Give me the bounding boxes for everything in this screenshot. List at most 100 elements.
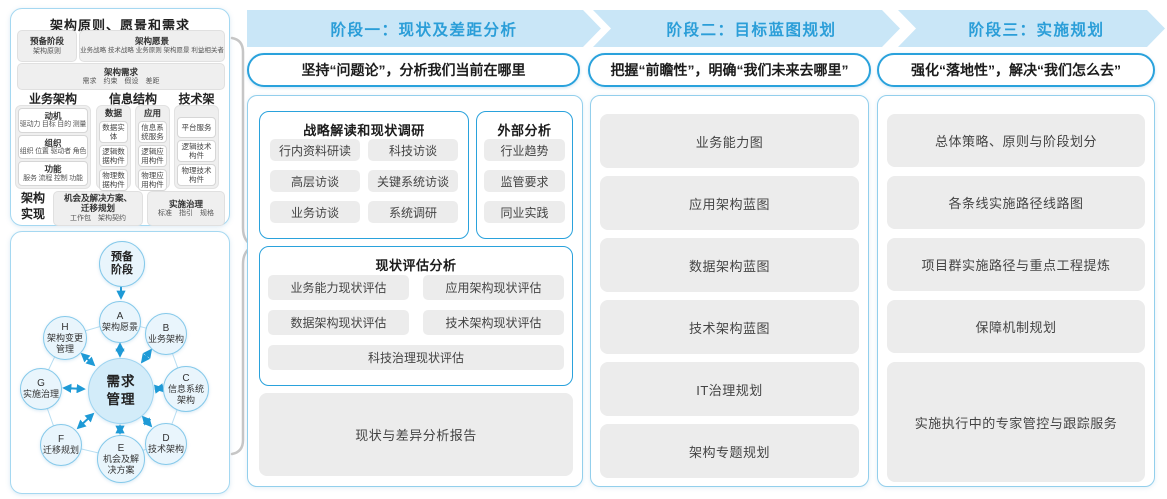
physical-data-box: 物理数据构件 [99,169,128,191]
strategy-research-box: 战略解读和现状调研 行内资料研读 科技访谈 高层访谈 关键系统访谈 业务访谈 系… [259,111,469,239]
requirements-box: 架构需求 需求 约束 假设 差距 [17,63,225,90]
phase2-header: 阶段二：目标蓝图规划 [666,21,837,39]
external-analysis-items: 行业趋势 监管要求 同业实践 [484,139,565,223]
deliverable-box: 技术架构蓝图 [600,300,859,354]
app-column-panel: 应用 信息系统服务 逻辑应用构件 物理应用构件 [135,105,170,191]
adm-node-label: 架构变更管理 [46,333,83,354]
adm-node-label: 迁移规划 [42,445,79,456]
phase3-subtitle-box: 强化“落地性”，解决“我们怎么去” [877,53,1155,87]
phase2-deliverables: 业务能力图 应用架构蓝图 数据架构蓝图 技术架构蓝图 IT治理规划 架构专题规划 [591,96,868,486]
impl-label: 架构实现 [20,191,45,221]
phase1-content: 战略解读和现状调研 行内资料研读 科技访谈 高层访谈 关键系统访谈 业务访谈 系… [247,95,583,487]
business-arch-header: 业务架构 [28,92,77,106]
phase3-subtitle: 强化“落地性”，解决“我们怎么去” [911,62,1121,78]
adm-node-a: A 架构愿景 [99,301,141,343]
info-structure-header: 信息结构 [108,92,157,106]
deliverable-box: 总体策略、原则与阶段划分 [887,114,1145,167]
adm-node-label: 技术架构 [147,444,184,455]
logical-app-box: 逻辑应用构件 [138,145,167,167]
business-arch-panel: 动机 驱动力 目标 目的 测量 组织 组织 位置 驱动者 角色 功能 服务 流程… [15,105,91,189]
box-title: 动机 [44,111,62,122]
adm-node-d: D 技术架构 [145,423,187,465]
motivation-box: 动机 驱动力 目标 目的 测量 [18,108,88,133]
adm-center-label: 需求管理 [106,374,136,407]
phase2-band: 阶段二：目标蓝图规划 [593,10,900,47]
adm-node-label: 信息系统架构 [167,384,204,405]
adm-node-label: 实施治理 [22,389,59,400]
vision-box: 架构愿景 业务战略 技术战略 业务原则 架构愿景 利益相关者 [79,30,225,62]
box-title: 实施治理 [168,198,203,209]
adm-node-id: F [57,434,65,446]
deliverable-box: 各条线实施路径线路图 [887,176,1145,229]
pill: 高层访谈 [270,170,360,192]
gap-report-label: 现状与差异分析报告 [355,428,477,443]
physical-tech-box: 物理技术构件 [177,164,216,186]
function-box: 功能 服务 流程 控制 功能 [18,161,88,187]
phase3-band: 阶段三：实施规划 [898,10,1165,47]
box-title: 机会及解决方案、迁移规划 [63,193,132,213]
adm-node-e: E 机会及解决方案 [97,435,145,483]
organization-box: 组织 组织 位置 驱动者 角色 [18,134,88,160]
adm-node-id: C [182,373,190,385]
deliverable-box: 业务能力图 [600,114,859,168]
pill: 行内资料研读 [270,139,360,161]
box-sub: 服务 流程 控制 功能 [23,174,83,182]
adm-node-center: 需求管理 [88,358,154,424]
phase1-subtitle-box: 坚持“问题论”，分析我们当前在哪里 [247,53,580,87]
phase3-content: 总体策略、原则与阶段划分 各条线实施路径线路图 项目群实施路径与重点工程提炼 保… [877,95,1155,487]
info-system-service-box: 信息系统服务 [138,121,167,143]
pill: 关键系统访谈 [368,170,458,192]
box-sub: 工作包 架构契约 [70,214,126,222]
center-c-arrow [153,383,165,394]
pill: 科技治理现状评估 [268,345,564,370]
data-subheader: 数据 [104,108,122,118]
phase2-subtitle: 把握“前瞻性”，明确“我们未来去哪里” [610,62,849,78]
prep-phase-sub: 架构原则 [33,47,61,55]
pill: 数据架构现状评估 [268,310,409,335]
adm-node-id: B [162,323,170,335]
phase2-subtitle-box: 把握“前瞻性”，明确“我们未来去哪里” [588,53,871,87]
deliverable-box: 应用架构蓝图 [600,176,859,230]
deliverable-box: 架构专题规划 [600,424,859,478]
adm-cycle-panel: 预备阶段 A 架构愿景 B 业务架构 C 信息系统架构 D 技术架构 E 机会及… [10,231,230,494]
deliverable-box: 保障机制规划 [887,300,1145,353]
requirements-title: 架构需求 [103,66,138,77]
pill: 业务能力现状评估 [268,275,409,300]
physical-app-box: 物理应用构件 [138,169,167,191]
box-sub: 驱动力 目标 目的 测量 [19,121,87,129]
gap-report-box: 现状与差异分析报告 [259,393,573,476]
strategy-research-items: 行内资料研读 科技访谈 高层访谈 关键系统访谈 业务访谈 系统调研 [270,139,458,223]
logical-tech-box: 逻辑技术构件 [177,140,216,162]
phase1-subtitle: 坚持“问题论”，分析我们当前在哪里 [301,62,526,78]
framework-title: 架构原则、愿景和需求 [49,18,190,33]
box-sub: 标准 指引 规格 [158,210,214,218]
logical-data-box: 逻辑数据构件 [99,145,128,167]
prep-phase-box: 预备阶段 架构原则 [17,30,77,62]
pill: 行业趋势 [484,139,565,161]
adm-node-label: 架构愿景 [101,322,138,333]
assessment-title: 现状评估分析 [375,258,457,273]
box-sub: 组织 位置 驱动者 角色 [19,147,87,155]
requirements-sub: 需求 约束 假设 差距 [82,78,160,86]
adm-node-id: G [37,378,45,390]
pill: 监管要求 [484,170,565,192]
deliverable-box: 实施执行中的专家管控与跟踪服务 [887,362,1145,482]
opportunities-migration-box: 机会及解决方案、迁移规划 工作包 架构契约 [53,191,143,226]
adm-node-c: C 信息系统架构 [163,366,209,412]
adm-node-label: 预备阶段 [111,250,133,276]
center-d-arrow [141,415,153,428]
vision-sub: 业务战略 技术战略 业务原则 架构愿景 利益相关者 [80,47,224,55]
adm-node-f: F 迁移规划 [40,424,82,466]
phase1-header: 阶段一：现状及差距分析 [330,21,518,39]
tech-column-panel: 平台服务 逻辑技术构件 物理技术构件 [174,105,219,189]
data-entity-box: 数据实体 [99,121,128,143]
app-subheader: 应用 [143,108,161,118]
adm-node-id: A [116,311,124,323]
center-g-arrow [62,383,86,394]
pill: 技术架构现状评估 [423,310,564,335]
adm-node-g: G 实施治理 [20,368,62,410]
deliverable-box: 项目群实施路径与重点工程提炼 [887,238,1145,291]
adm-node-label: 业务架构 [147,334,184,345]
phase3-deliverables: 总体策略、原则与阶段划分 各条线实施路径线路图 项目群实施路径与重点工程提炼 保… [878,96,1154,486]
data-column-panel: 数据 数据实体 逻辑数据构件 物理数据构件 [96,105,131,191]
